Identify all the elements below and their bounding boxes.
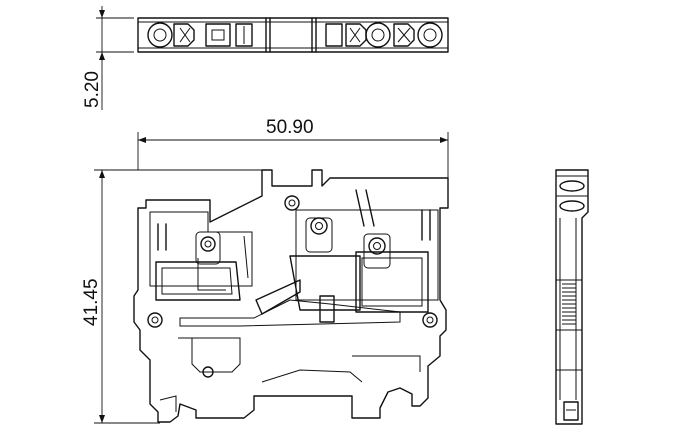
height-dimension: 41.45: [81, 169, 264, 424]
height-dimension-label: 41.45: [81, 278, 102, 326]
width-dimension: 50.90: [137, 117, 449, 200]
thickness-dimension: 5.20: [82, 6, 134, 110]
front-view: [133, 169, 449, 423]
width-dimension-label: 50.90: [266, 117, 314, 138]
top-view: [137, 17, 449, 53]
side-view: [555, 169, 589, 425]
thickness-dimension-label: 5.20: [82, 71, 103, 108]
